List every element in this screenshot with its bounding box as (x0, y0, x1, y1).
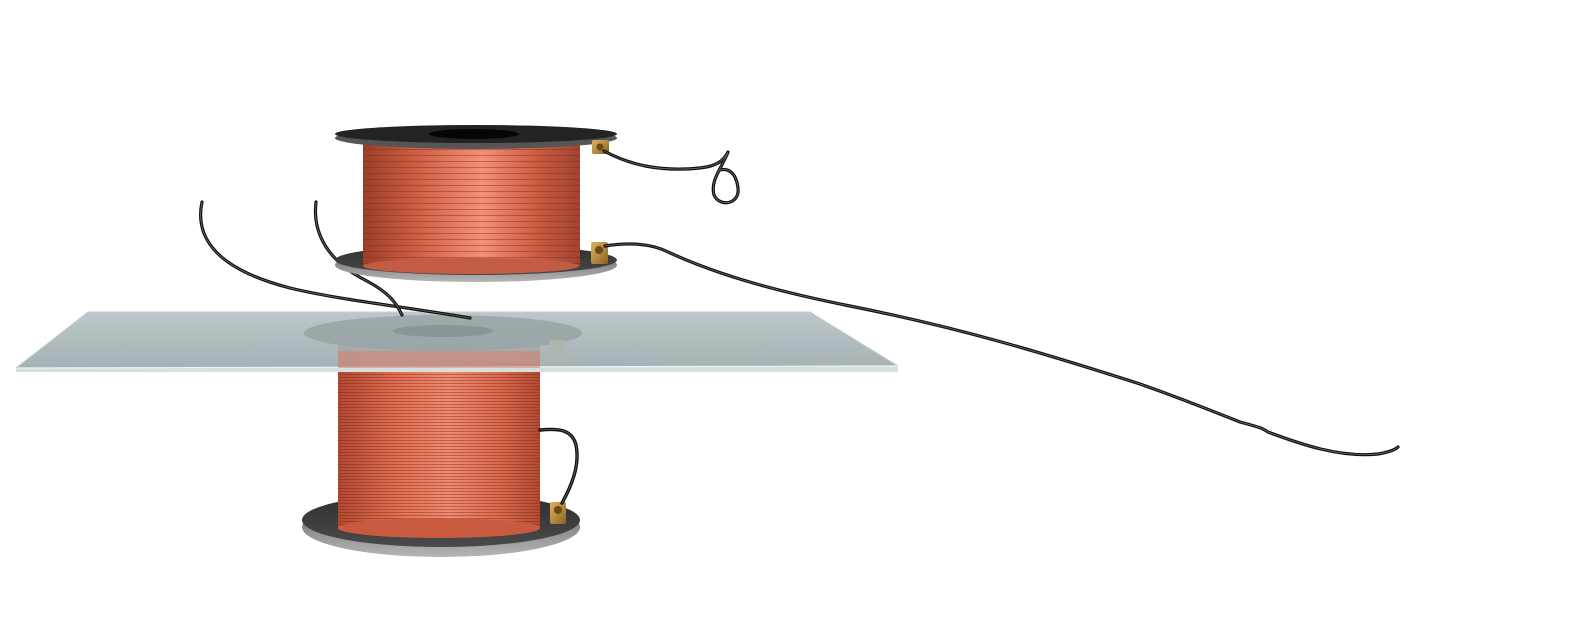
upper-coil-bore (429, 129, 519, 139)
lower-coil-lead-jumper (538, 427, 579, 505)
lower-coil-terminal-bottom (550, 502, 566, 524)
upper-coil-lead-loop (602, 149, 740, 205)
upper-coil-terminal-bottom (591, 242, 608, 264)
upper-coil (335, 125, 617, 282)
upper-coil-winding-lines (363, 142, 580, 266)
